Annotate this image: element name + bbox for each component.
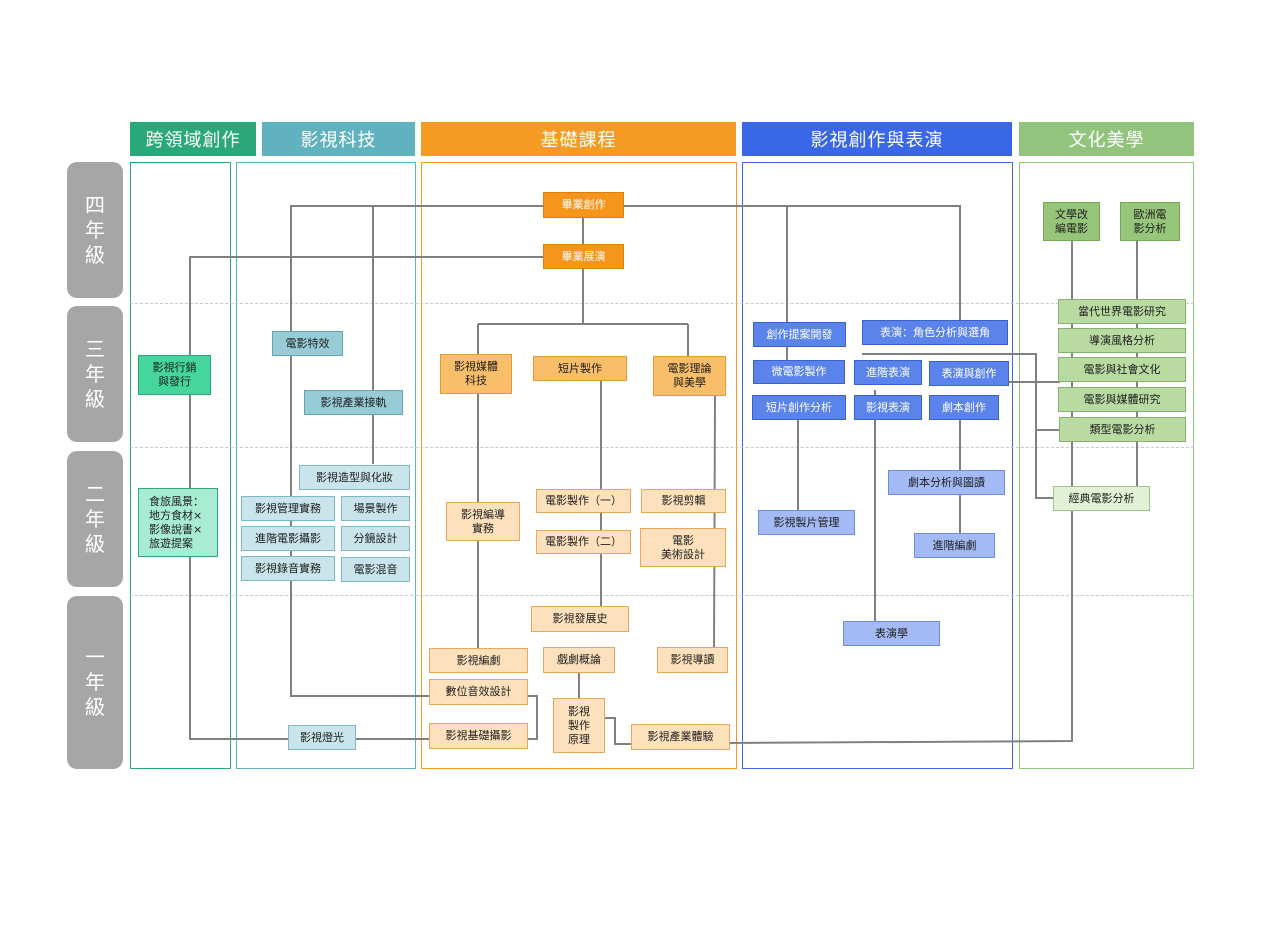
course-media-tech[interactable]: 影視媒體 科技 bbox=[440, 354, 512, 394]
course-proposal-dev[interactable]: 創作提案開發 bbox=[753, 322, 846, 347]
course-prod-mgmt-practice[interactable]: 影視管理實務 bbox=[241, 496, 335, 521]
course-film-appreciation[interactable]: 影視導讀 bbox=[657, 647, 728, 673]
course-film-marketing[interactable]: 影視行銷 與發行 bbox=[138, 355, 211, 395]
year-label-3-char: 年 bbox=[85, 361, 105, 386]
link-acting-culture bbox=[862, 353, 1054, 499]
course-film-media[interactable]: 電影與媒體研究 bbox=[1058, 387, 1186, 412]
column-basic-courses bbox=[421, 162, 737, 769]
course-drama-intro[interactable]: 戲劇概論 bbox=[543, 647, 615, 673]
year-label-2: 二 年 級 bbox=[67, 451, 123, 587]
link-principles-industry bbox=[605, 717, 632, 745]
course-acting-creation[interactable]: 表演與創作 bbox=[929, 361, 1009, 386]
course-graduation-work[interactable]: 畢業創作 bbox=[543, 192, 624, 218]
course-micro-film[interactable]: 微電影製作 bbox=[753, 360, 845, 384]
row-separator bbox=[130, 303, 1194, 304]
course-adv-cinematography[interactable]: 進階電影攝影 bbox=[241, 526, 335, 551]
course-classic-film-analysis[interactable]: 經典電影分析 bbox=[1053, 486, 1150, 511]
course-film-art-design[interactable]: 電影 美術設計 bbox=[640, 528, 726, 567]
row-separator bbox=[130, 595, 1194, 596]
link-theory-chain bbox=[713, 395, 716, 650]
course-set-making[interactable]: 場景製作 bbox=[341, 496, 410, 521]
course-food-tour[interactable]: 食旅風景： 地方食材× 影像說書× 旅遊提案 bbox=[138, 488, 218, 557]
course-script-creation[interactable]: 劇本創作 bbox=[929, 395, 999, 420]
year-label-4-char: 級 bbox=[85, 242, 105, 267]
column-culture-aesthetics bbox=[1019, 162, 1194, 769]
course-sound-practice[interactable]: 影視錄音實務 bbox=[241, 556, 335, 581]
year-label-2-char: 年 bbox=[85, 506, 105, 531]
column-film-tech bbox=[236, 162, 416, 769]
course-film-production-2[interactable]: 電影製作（二） bbox=[536, 530, 631, 554]
course-edit-direct-practice[interactable]: 影視編導 實務 bbox=[446, 502, 520, 541]
course-film-theory[interactable]: 電影理論 與美學 bbox=[653, 356, 726, 396]
year-label-4-char: 四 bbox=[85, 192, 105, 217]
course-film-mixing[interactable]: 電影混音 bbox=[341, 557, 410, 582]
year-label-1-char: 年 bbox=[85, 670, 105, 694]
course-screen-acting[interactable]: 影視表演 bbox=[854, 395, 922, 420]
course-acting-studies[interactable]: 表演學 bbox=[843, 621, 940, 646]
course-digital-sound[interactable]: 數位音效設計 bbox=[429, 679, 528, 705]
link-graduation-work-left bbox=[290, 205, 544, 697]
year-label-1: 一 年 級 bbox=[67, 596, 123, 769]
course-adv-acting[interactable]: 進階表演 bbox=[854, 360, 922, 385]
year-label-4-char: 年 bbox=[85, 217, 105, 242]
course-lighting[interactable]: 影視燈光 bbox=[288, 725, 356, 750]
course-film-editing[interactable]: 影視剪輯 bbox=[641, 489, 726, 513]
course-acting-role-analysis[interactable]: 表演：角色分析與選角 bbox=[862, 320, 1008, 345]
header-film-tech: 影視科技 bbox=[262, 122, 415, 156]
course-graduation-show[interactable]: 畢業展演 bbox=[543, 244, 624, 269]
course-short-analysis[interactable]: 短片創作分析 bbox=[752, 395, 846, 420]
column-cross-domain bbox=[130, 162, 231, 769]
course-genre-analysis[interactable]: 類型電影分析 bbox=[1059, 417, 1186, 442]
year-label-2-char: 二 bbox=[85, 481, 105, 506]
year-label-3-char: 三 bbox=[85, 336, 105, 361]
course-adv-screenwriting[interactable]: 進階編劇 bbox=[914, 533, 995, 558]
header-basic-courses: 基礎課程 bbox=[421, 122, 736, 156]
course-vfx[interactable]: 電影特效 bbox=[272, 331, 343, 356]
course-styling-makeup[interactable]: 影視造型與化妝 bbox=[299, 465, 410, 490]
year-label-1-char: 一 bbox=[85, 645, 105, 669]
header-culture-aesthetics: 文化美學 bbox=[1019, 122, 1194, 156]
course-film-production-1[interactable]: 電影製作（一） bbox=[536, 489, 631, 513]
year-label-3: 三 年 級 bbox=[67, 306, 123, 442]
year-label-1-char: 級 bbox=[85, 695, 105, 719]
course-industry-link[interactable]: 影視產業接軌 bbox=[304, 390, 403, 415]
row-separator bbox=[130, 447, 1194, 448]
link-graduation-work-right bbox=[623, 205, 961, 320]
course-production-principles[interactable]: 影視 製作 原理 bbox=[553, 698, 605, 753]
link-industry-culture bbox=[728, 510, 1073, 744]
course-storyboard[interactable]: 分鏡設計 bbox=[341, 526, 410, 551]
header-creation-performance: 影視創作與表演 bbox=[742, 122, 1012, 156]
course-european-film[interactable]: 歐洲電 影分析 bbox=[1120, 202, 1180, 241]
course-prod-management[interactable]: 影視製片管理 bbox=[758, 510, 855, 535]
course-screenwriting[interactable]: 影視編劇 bbox=[429, 648, 528, 673]
course-literary-adaptation[interactable]: 文學改 編電影 bbox=[1043, 202, 1100, 241]
course-film-society[interactable]: 電影與社會文化 bbox=[1058, 357, 1186, 382]
year-label-3-char: 級 bbox=[85, 386, 105, 411]
column-creation-performance bbox=[742, 162, 1013, 769]
course-short-production[interactable]: 短片製作 bbox=[533, 356, 627, 381]
header-cross-domain: 跨領域創作 bbox=[130, 122, 256, 156]
course-industry-experience[interactable]: 影視產業體驗 bbox=[631, 724, 730, 750]
course-film-history[interactable]: 影視發展史 bbox=[531, 606, 629, 632]
year-label-2-char: 級 bbox=[85, 531, 105, 556]
course-director-style[interactable]: 導演風格分析 bbox=[1058, 328, 1186, 353]
year-label-4: 四 年 級 bbox=[67, 162, 123, 298]
course-script-reading[interactable]: 劇本分析與圖讀 bbox=[888, 470, 1005, 495]
course-basic-cinematography[interactable]: 影視基礎攝影 bbox=[429, 723, 528, 749]
course-contemporary-world-film[interactable]: 當代世界電影研究 bbox=[1058, 299, 1186, 324]
link-sound-principles bbox=[527, 695, 538, 740]
